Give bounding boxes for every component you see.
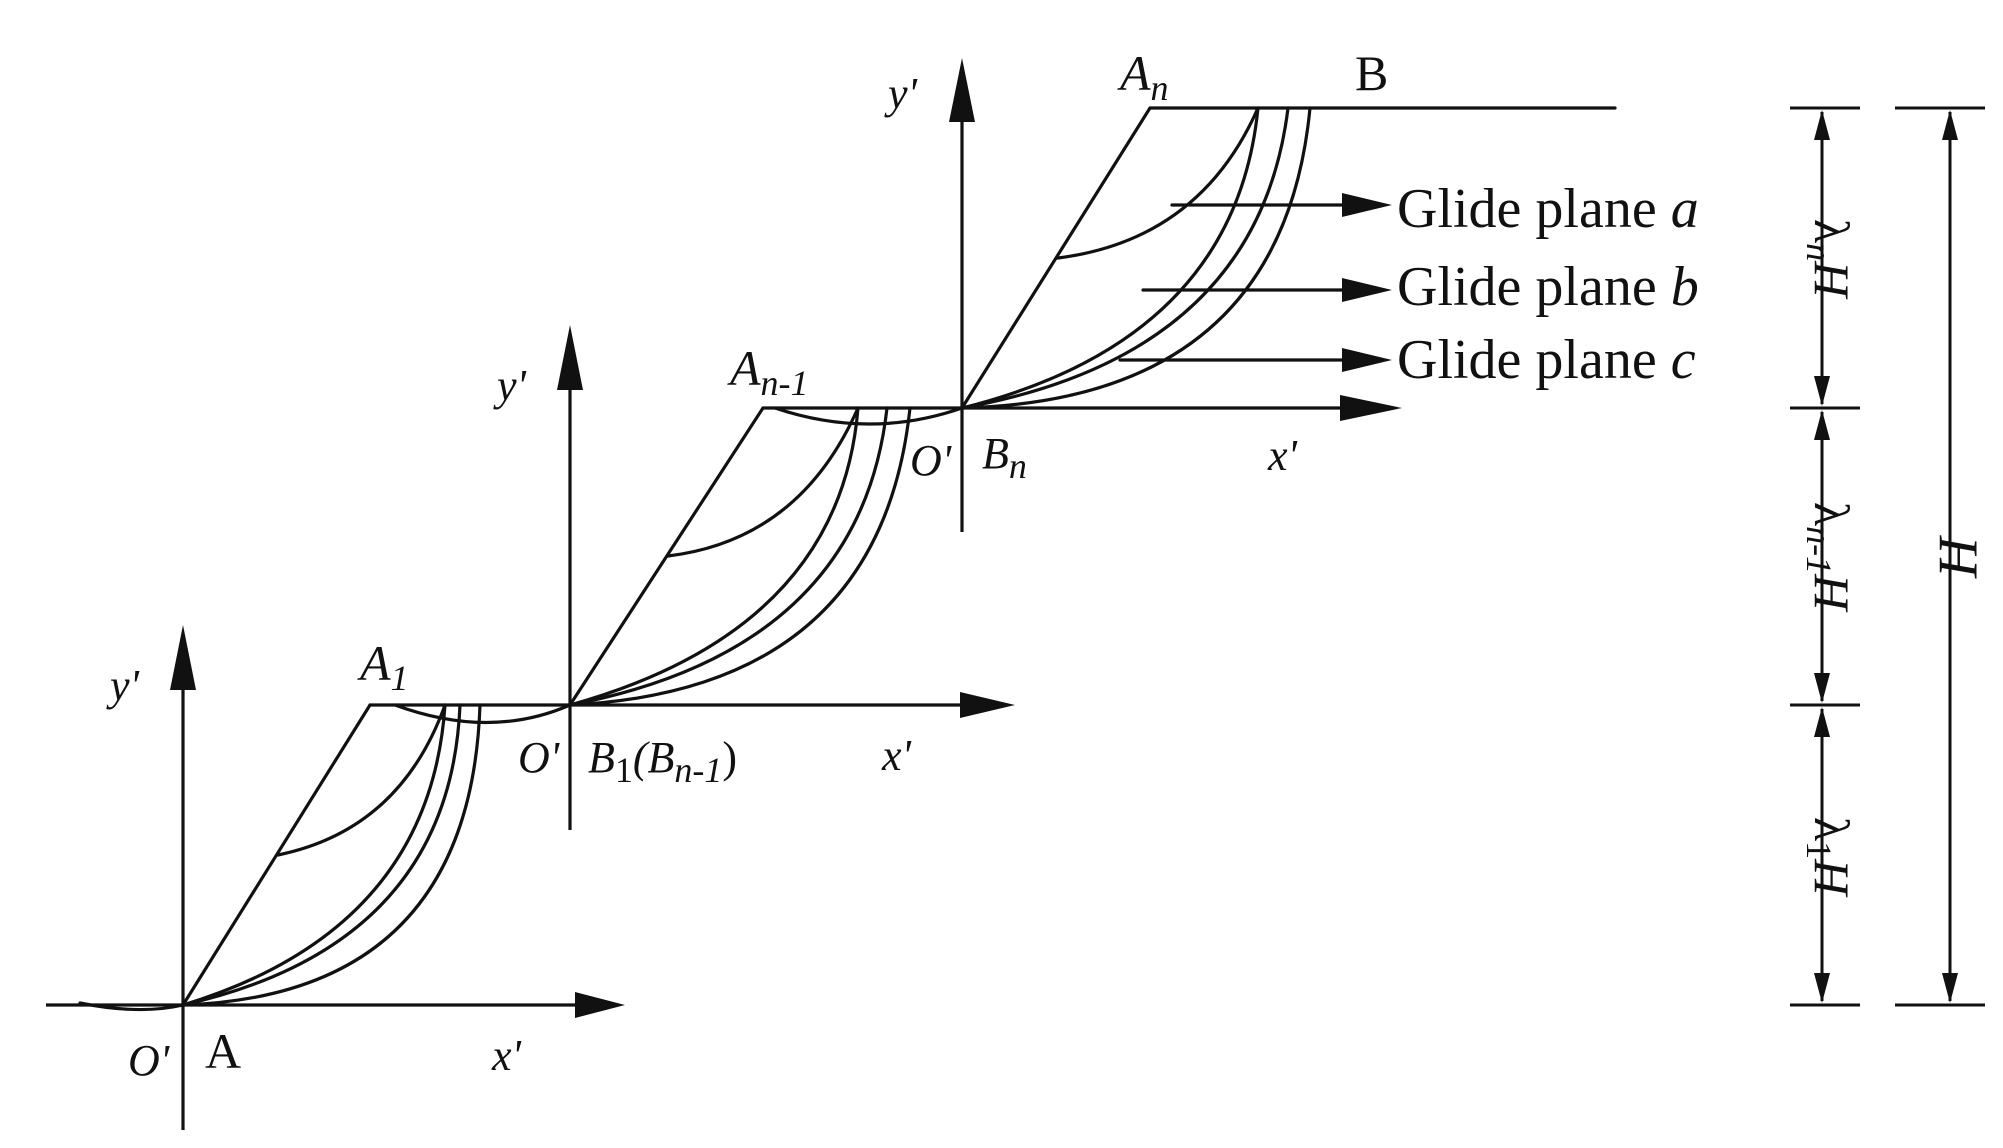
glide-arc-b-2 bbox=[568, 406, 889, 707]
inner-arc-3 bbox=[1056, 106, 1260, 260]
dim-lambda-n1-arrow-down bbox=[1814, 673, 1830, 703]
dim-lambda-n-arrow-down bbox=[1814, 376, 1830, 406]
point-A1-label: A1 bbox=[357, 635, 409, 698]
toe-arc-2 bbox=[393, 703, 572, 725]
x-axis-3-arrow bbox=[1340, 395, 1402, 421]
dim-lambda-1-arrow-down bbox=[1814, 973, 1830, 1003]
point-B-label: B bbox=[1355, 45, 1388, 101]
x-axis-1-label: x' bbox=[491, 1031, 523, 1080]
pointer-b-arrow bbox=[1342, 278, 1392, 302]
origin-1-label: O' bbox=[128, 1036, 171, 1085]
pointer-c-arrow bbox=[1342, 348, 1392, 372]
lambda-n1-H-label: λn-1H bbox=[1799, 502, 1860, 613]
glide-arc-c-1 bbox=[181, 703, 482, 1007]
y-axis-2-label: y' bbox=[493, 361, 528, 410]
point-An-label: An bbox=[1117, 45, 1169, 108]
x-axis-1-arrow bbox=[575, 992, 625, 1018]
glide-arc-b-3 bbox=[960, 106, 1290, 410]
y-axis-3-label: y' bbox=[884, 69, 919, 118]
origin-3-label: O' bbox=[910, 436, 953, 485]
step-1 bbox=[46, 625, 625, 1130]
lambda-n-H-label: λnH bbox=[1799, 219, 1860, 300]
glide-plane-c-label: Glide plane c bbox=[1397, 329, 1696, 391]
inner-arc-2 bbox=[666, 406, 860, 558]
toe-arc-3 bbox=[773, 406, 964, 426]
dim-total-arrow-up bbox=[1942, 110, 1958, 140]
glide-arc-b-1 bbox=[181, 703, 462, 1007]
total-H-label: H bbox=[1927, 535, 1989, 579]
dim-total-arrow-down bbox=[1942, 973, 1958, 1003]
y-axis-1-label: y' bbox=[106, 661, 141, 710]
glide-arc-c-3 bbox=[960, 106, 1312, 410]
pointer-a-arrow bbox=[1342, 193, 1392, 217]
glide-arc-c-2 bbox=[568, 406, 912, 707]
point-Bn-label: Bn bbox=[982, 429, 1027, 486]
inner-arc-1 bbox=[276, 703, 447, 857]
toe-arc-1 bbox=[78, 1001, 185, 1012]
glide-arc-a-1 bbox=[181, 703, 447, 1007]
glide-plane-pointers bbox=[1118, 193, 1392, 372]
dim-lambda-n1-arrow-up bbox=[1814, 410, 1830, 440]
slope-face-3 bbox=[960, 106, 1152, 410]
point-An1-label: An-1 bbox=[727, 340, 809, 403]
y-axis-3-arrow bbox=[949, 58, 975, 122]
dim-lambda-1-arrow-up bbox=[1814, 707, 1830, 737]
glide-plane-b-label: Glide plane b bbox=[1397, 256, 1699, 318]
x-axis-2-arrow bbox=[960, 692, 1015, 718]
lambda-1-H-label: λ1H bbox=[1799, 817, 1860, 898]
x-axis-2-label: x' bbox=[881, 731, 913, 780]
glide-arc-a-3 bbox=[960, 106, 1260, 410]
glide-plane-a-label: Glide plane a bbox=[1397, 178, 1699, 240]
point-B1-label: B1(Bn-1) bbox=[588, 733, 737, 790]
step-3 bbox=[773, 58, 1617, 532]
dimension-lines bbox=[1790, 106, 1985, 1007]
y-axis-1-arrow bbox=[170, 625, 196, 690]
x-axis-3-label: x' bbox=[1267, 431, 1299, 480]
step-2 bbox=[393, 325, 1015, 830]
y-axis-2-arrow bbox=[557, 325, 583, 390]
dim-lambda-n-arrow-up bbox=[1814, 110, 1830, 140]
point-A-label: A bbox=[205, 1023, 241, 1079]
glide-arc-a-2 bbox=[568, 406, 860, 707]
origin-2-label: O' bbox=[518, 733, 561, 782]
